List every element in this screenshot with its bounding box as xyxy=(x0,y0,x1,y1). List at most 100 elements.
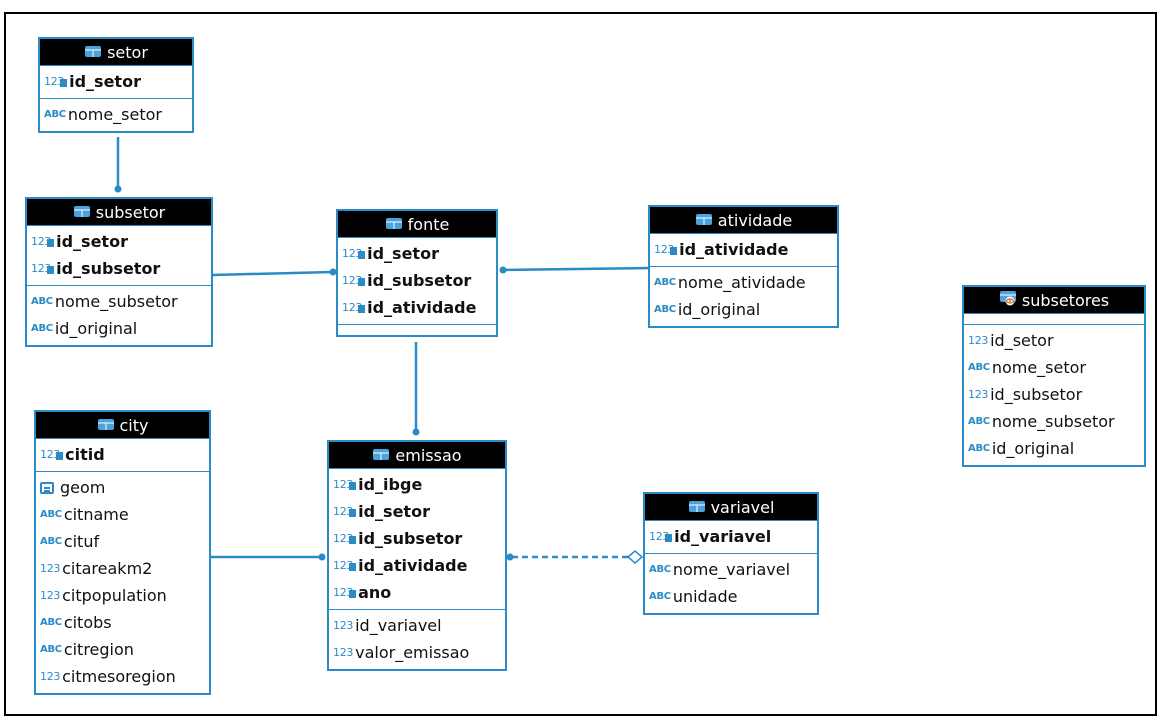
primary-key-icon: 123 xyxy=(649,530,673,543)
column-name: id_atividade xyxy=(358,556,468,575)
column-name: citobs xyxy=(63,613,112,632)
link-variavel-emissao-diamond xyxy=(626,550,644,564)
entity-header[interactable]: atividade xyxy=(650,207,837,233)
entity-header[interactable]: emissao xyxy=(329,442,505,468)
column-name: nome_setor xyxy=(67,105,162,124)
link-setor-subsetor-dot xyxy=(114,185,122,193)
column-name: id_setor xyxy=(69,72,141,91)
text-type-icon: ABC xyxy=(40,536,62,547)
entity-header[interactable]: city xyxy=(36,412,209,438)
text-type-icon: ABC xyxy=(40,644,62,655)
column-name: id_subsetor xyxy=(56,259,161,278)
entity-title: emissao xyxy=(395,445,462,465)
text-type-icon: ABC xyxy=(968,416,990,427)
text-type-icon: ABC xyxy=(968,443,990,454)
table-icon xyxy=(385,215,403,234)
number-type-icon: 123 xyxy=(968,334,989,347)
entity-header[interactable]: subsetores xyxy=(964,287,1144,313)
link-atividade-fonte-dot xyxy=(499,266,507,274)
column-name: citmesoregion xyxy=(62,667,176,686)
link-subsetor-fonte xyxy=(211,270,334,277)
text-type-icon: ABC xyxy=(968,362,990,373)
entity-header[interactable]: variavel xyxy=(645,494,817,520)
link-variavel-emissao-dot xyxy=(506,553,514,561)
text-type-icon: ABC xyxy=(31,323,53,334)
column-name: id_subsetor xyxy=(367,271,472,290)
link-fonte-emissao-dot xyxy=(412,428,420,436)
link-atividade-fonte xyxy=(502,266,651,272)
primary-key-icon: 123 xyxy=(44,75,68,88)
primary-key-icon: 123 xyxy=(342,274,366,287)
primary-key-icon: 123 xyxy=(31,235,55,248)
entity-header[interactable]: setor xyxy=(40,39,192,65)
entity-header[interactable]: subsetor xyxy=(27,199,211,225)
column[interactable]: geom xyxy=(36,474,209,501)
text-type-icon: ABC xyxy=(654,304,676,315)
column-name: nome_variavel xyxy=(672,560,791,579)
primary-key-icon: 123 xyxy=(654,243,678,256)
entity-title: setor xyxy=(107,42,148,62)
column-name: nome_subsetor xyxy=(991,412,1115,431)
column-name: id_atividade xyxy=(679,240,789,259)
column-name: citregion xyxy=(63,640,134,659)
primary-key-icon: 123 xyxy=(333,559,357,572)
number-type-icon: 123 xyxy=(40,589,61,602)
primary-key-icon: 123 xyxy=(333,586,357,599)
column-name: nome_atividade xyxy=(677,273,806,292)
column-name: citareakm2 xyxy=(62,559,153,578)
column-name: id_subsetor xyxy=(358,529,463,548)
column-name: id_variavel xyxy=(674,527,772,546)
entity-header[interactable]: fonte xyxy=(338,211,496,237)
text-type-icon: ABC xyxy=(44,109,66,120)
table-icon xyxy=(695,211,713,230)
